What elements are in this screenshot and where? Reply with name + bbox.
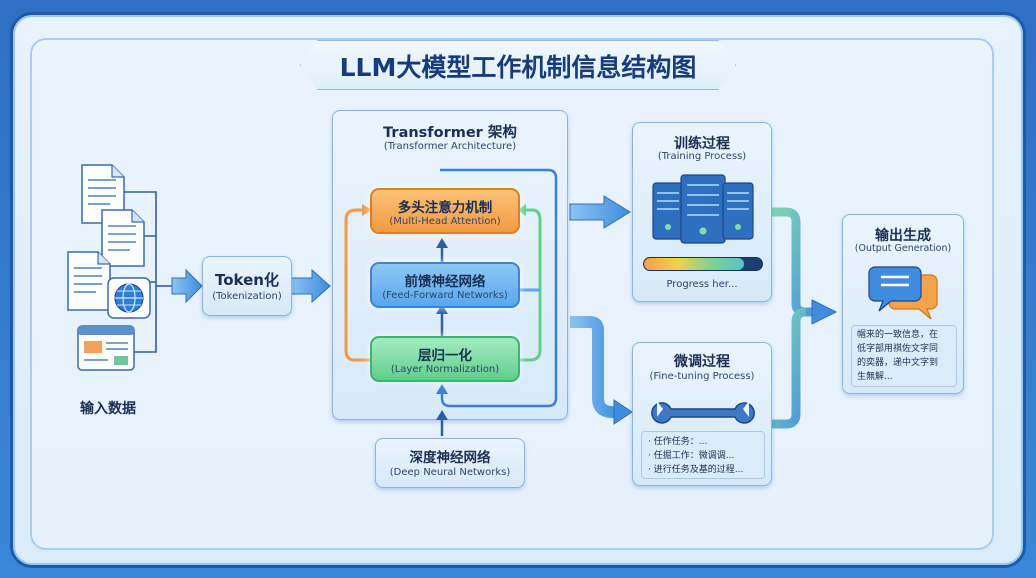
fine-tuning-process-box: 微调过程 (Fine-tuning Process) · 任作任务：... · … bbox=[632, 342, 772, 486]
document-icon bbox=[81, 164, 125, 224]
output-generation-box: 输出生成 (Output Generation) 帽来的一致信息，在 低字部用祺… bbox=[842, 214, 964, 394]
output-text-line: 帽来的一致信息，在 bbox=[857, 330, 939, 340]
ffn-subtitle: (Feed-Forward Networks) bbox=[382, 290, 508, 301]
finetune-item: · 进行任务及基的过程... bbox=[648, 465, 744, 475]
document-icon bbox=[101, 209, 145, 267]
training-progress-fill bbox=[644, 258, 745, 270]
layer-normalization-layer: 层归一化 (Layer Normalization) bbox=[370, 336, 520, 382]
globe-icon bbox=[107, 277, 151, 319]
training-title: 训练过程 bbox=[674, 136, 730, 152]
training-subtitle: (Training Process) bbox=[657, 151, 747, 162]
document-icon bbox=[67, 251, 111, 311]
feed-forward-layer: 前馈神经网络 (Feed-Forward Networks) bbox=[370, 262, 520, 308]
output-text-line: 低字部用祺佐文字同 bbox=[857, 344, 939, 354]
transformer-title: Transformer 架构 bbox=[383, 125, 517, 141]
output-text-line: 生無解... bbox=[857, 372, 893, 382]
tokenization-subtitle: (Tokenization) bbox=[212, 291, 282, 302]
transformer-subtitle: (Transformer Architecture) bbox=[383, 141, 517, 152]
attention-subtitle: (Multi-Head Attention) bbox=[389, 216, 501, 227]
attention-title: 多头注意力机制 bbox=[397, 200, 493, 216]
multi-head-attention-layer: 多头注意力机制 (Multi-Head Attention) bbox=[370, 188, 520, 234]
page-title: LLM大模型工作机制信息结构图 bbox=[339, 53, 697, 82]
deep-neural-networks-box: 深度神经网络 (Deep Neural Networks) bbox=[375, 438, 525, 488]
title-plate bbox=[300, 40, 736, 90]
tokenization-box: Token化 (Tokenization) bbox=[202, 256, 292, 316]
dnn-title: 深度神经网络 bbox=[409, 450, 491, 466]
training-progress-label: Progress her... bbox=[666, 279, 738, 290]
input-data-label: 输入数据 bbox=[80, 401, 136, 417]
output-text-line: 的奕器，递中文字到 bbox=[857, 358, 939, 368]
output-title: 输出生成 bbox=[875, 228, 931, 244]
output-text: 帽来的一致信息，在 低字部用祺佐文字同 的奕器，递中文字到 生無解... bbox=[851, 325, 957, 387]
wrench-icon bbox=[651, 401, 755, 424]
finetune-item: · 任掘工作：微调调... bbox=[648, 451, 735, 461]
finetune-notes: · 任作任务：... · 任掘工作：微调调... · 进行任务及基的过程... bbox=[641, 431, 765, 479]
training-progress-track bbox=[643, 257, 763, 271]
ffn-title: 前馈神经网络 bbox=[404, 274, 486, 290]
output-subtitle: (Output Generation) bbox=[854, 243, 952, 254]
dnn-subtitle: (Deep Neural Networks) bbox=[389, 467, 511, 478]
browser-window-icon bbox=[77, 325, 135, 371]
chat-bubbles-icon bbox=[868, 266, 938, 320]
norm-title: 层归一化 bbox=[418, 348, 472, 364]
finetune-subtitle: (Fine-tuning Process) bbox=[649, 371, 755, 382]
finetune-title: 微调过程 bbox=[674, 354, 730, 370]
tokenization-title: Token化 bbox=[215, 271, 279, 289]
finetune-item: · 任作任务：... bbox=[648, 437, 708, 447]
norm-subtitle: (Layer Normalization) bbox=[390, 364, 500, 375]
training-process-box: 训练过程 (Training Process) Progress her... bbox=[632, 122, 772, 302]
server-icon bbox=[652, 174, 754, 244]
